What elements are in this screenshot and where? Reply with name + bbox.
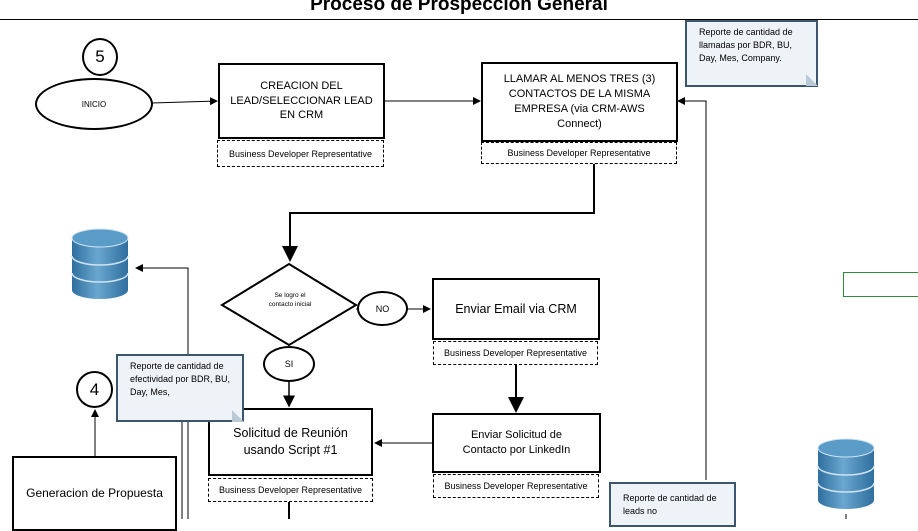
note-reporte-llamadas-text: Reporte de cantidad de llamadas por BDR,…: [699, 27, 793, 64]
connector-4: 4: [76, 371, 113, 408]
step-linkedin: Enviar Solicitud de Contacto por LinkedI…: [432, 413, 601, 473]
note-reporte-efectividad: Reporte de cantidad de efectividad por B…: [116, 354, 244, 422]
step-llamar: LLAMAR AL MENOS TRES (3) CONTACTOS DE LA…: [481, 62, 678, 142]
database-icon: [71, 228, 129, 299]
step-reunion: Solicitud de Reunión usando Script #1: [208, 408, 373, 476]
note-reporte-efectividad-text: Reporte de cantidad de efectividad por B…: [130, 361, 231, 398]
title-underline: [0, 19, 918, 20]
step-crear-lead: CREACION DEL LEAD/SELECCIONAR LEAD EN CR…: [218, 63, 385, 139]
start-label: INICIO: [81, 99, 107, 109]
database-icon: [817, 438, 875, 509]
note-reporte-leads: Reporte de cantidad de leads no: [609, 482, 736, 527]
step-llamar-label: LLAMAR AL MENOS TRES (3) CONTACTOS DE LA…: [503, 73, 656, 130]
step-crear-lead-label: CREACION DEL LEAD/SELECCIONAR LEAD EN CR…: [230, 79, 373, 122]
decision-no: NO: [357, 291, 408, 326]
role-reunion-label: Business Developer Representative: [218, 485, 363, 495]
role-llamar-label: Business Developer Representative: [507, 148, 651, 158]
connector-4-label: 4: [89, 379, 100, 399]
step-linkedin-label: Enviar Solicitud de Contacto por LinkedI…: [462, 429, 571, 456]
step-propuesta-label: Generacion de Propuesta: [26, 486, 163, 501]
step-reunion-label: Solicitud de Reunión usando Script #1: [233, 426, 348, 457]
step-email: Enviar Email via CRM: [432, 278, 600, 340]
decision-label: Se logro el contacto inicial: [268, 292, 312, 308]
role-linkedin: Business Developer Representative: [433, 474, 599, 498]
role-email-label: Business Developer Representative: [443, 348, 588, 358]
role-crear-lead-label: Business Developer Representative: [228, 148, 373, 159]
decision-si-label: SI: [284, 359, 294, 369]
role-crear-lead: Business Developer Representative: [217, 140, 384, 167]
note-reporte-leads-text: Reporte de cantidad de leads no: [623, 493, 717, 517]
start-ellipse: INICIO: [35, 78, 153, 130]
connector-5-label: 5: [95, 47, 105, 66]
step-email-label: Enviar Email via CRM: [455, 301, 577, 316]
decision-diamond: [220, 262, 358, 347]
note-reporte-llamadas: Reporte de cantidad de llamadas por BDR,…: [685, 20, 818, 87]
role-email: Business Developer Representative: [433, 341, 598, 365]
flow-connectors: [91, 97, 847, 519]
decision-si: SI: [263, 346, 315, 382]
role-reunion: Business Developer Representative: [208, 478, 373, 502]
role-llamar: Business Developer Representative: [481, 142, 677, 164]
note-fold-corner: [232, 410, 244, 422]
connector-5: 5: [82, 38, 118, 76]
step-propuesta: Generacion de Propuesta: [12, 456, 177, 531]
page-title: Proceso de Prospeccion General: [310, 0, 608, 15]
role-linkedin-label: Business Developer Representative: [444, 481, 588, 491]
decision-no-label: NO: [375, 303, 390, 314]
green-partial-box: [843, 272, 918, 297]
note-fold-corner: [806, 74, 818, 86]
